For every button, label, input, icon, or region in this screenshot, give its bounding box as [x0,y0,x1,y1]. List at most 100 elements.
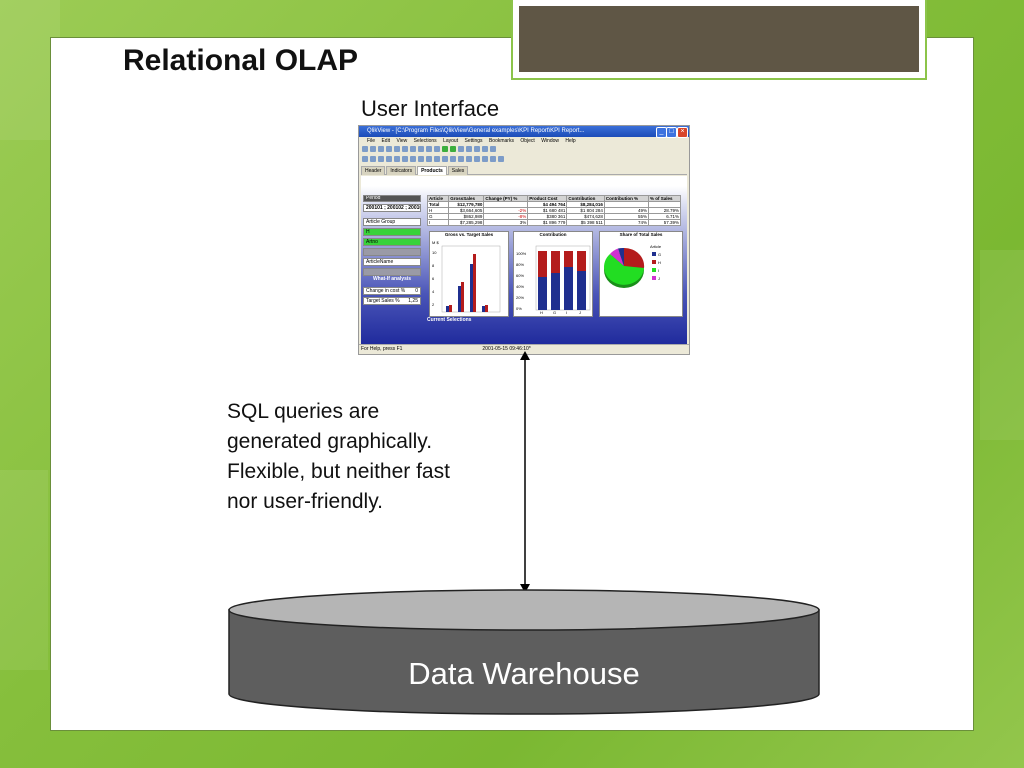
grid-icon[interactable] [458,156,464,162]
menu-edit[interactable]: Edit [381,138,391,144]
target-sales-label: Target Sales % [366,298,400,304]
chart-icon[interactable] [386,156,392,162]
table-cell: $5 398 511 [566,219,605,226]
listbox-article-group[interactable]: Article Group [363,218,421,226]
copy-icon[interactable] [402,146,408,152]
button-icon[interactable] [402,156,408,162]
sheet-canvas: Period 200101 ; 200102 ; 200103 Article … [361,176,687,345]
table-cell: I [426,219,450,226]
table-cell: 74% [603,219,650,226]
paste-icon[interactable] [410,146,416,152]
note-line: generated graphically. [227,430,433,453]
new-icon[interactable] [362,146,368,152]
table-row[interactable]: I $7,285,298 3% $1 896 779 $5 398 511 74… [426,219,681,226]
legend-item: G [658,252,662,257]
listbox-empty[interactable] [363,248,421,256]
menu-bar: File Edit View Selections Layout Setting… [359,137,689,145]
change-cost-input[interactable]: Change in cost % 0 [363,287,421,295]
ytick: 10 [432,250,437,255]
current-selections[interactable]: Current Selections [427,317,472,323]
menu-file[interactable]: File [367,138,376,144]
italic-icon[interactable] [498,156,504,162]
ytick: 20% [516,295,525,300]
tab-indicators[interactable]: Indicators [386,166,417,175]
listbox-selected-h[interactable]: H [363,228,421,236]
legend-title: Article [650,244,662,249]
save-icon[interactable] [378,146,384,152]
menu-bookmarks[interactable]: Bookmarks [488,138,514,144]
period-header: Period [363,195,421,202]
change-cost-value: 0 [415,288,418,294]
properties-icon[interactable] [466,156,472,162]
menu-view[interactable]: View [396,138,408,144]
reload-icon[interactable] [474,146,480,152]
note-line: Flexible, but neither fast [227,460,450,483]
help-icon[interactable] [490,146,496,152]
xtick: H [540,310,543,315]
align-icon[interactable] [450,156,456,162]
listbox-icon[interactable] [370,156,376,162]
share-pie-plot [604,247,656,288]
close-button[interactable]: × [677,127,688,138]
design-icon[interactable] [362,156,368,162]
chart-yticks: 100% 80% 60% 40% 20% 0% [516,248,526,314]
slider-icon[interactable] [426,156,432,162]
ytick: 8 [432,263,435,268]
table-row[interactable]: G $862,989 -8% $380 361 $474,628 55% 6.7… [426,213,681,220]
table-cell: $7,285,298 [448,219,485,226]
data-warehouse-cylinder [228,589,820,715]
ytick: 6 [432,276,435,281]
line-icon[interactable] [418,156,424,162]
tab-sales[interactable]: Sales [447,166,469,175]
format-icon[interactable] [474,156,480,162]
menu-object[interactable]: Object [520,138,535,144]
table-icon[interactable] [378,156,384,162]
background-tile [0,470,48,670]
listbox-articlename[interactable]: ArticleName [363,258,421,266]
share-of-sales-chart[interactable]: Share of Total Sales Article G H I [599,231,683,317]
window-title: QlikView - [C:\Program Files\QlikView\Ge… [367,128,585,134]
menu-help[interactable]: Help [565,138,576,144]
listbox-artno[interactable]: Artno [363,238,421,246]
table-row[interactable]: H $3,664,605 -2% $1 680 481 $1 804 284 4… [426,207,681,214]
background-tile [980,250,1024,440]
table-cell: 3% [483,219,529,226]
double-arrow-connector [520,351,530,593]
cut-icon[interactable] [394,146,400,152]
target-sales-input[interactable]: Target Sales % 1,25 [363,297,421,305]
multibox-icon[interactable] [442,156,448,162]
period-value[interactable]: 200101 ; 200102 ; 200103 [363,204,421,212]
input-icon[interactable] [394,156,400,162]
xtick: I [566,310,568,315]
data-warehouse-label: Data Warehouse [408,656,640,691]
listbox-gray[interactable] [363,268,421,276]
bookmark-icon[interactable] [482,146,488,152]
menu-selections[interactable]: Selections [413,138,437,144]
sheet-icon[interactable] [482,156,488,162]
stat-icon[interactable] [434,156,440,162]
note-line: SQL queries are [227,400,380,423]
search-icon[interactable] [434,146,440,152]
undo-icon[interactable] [418,146,424,152]
tab-header[interactable]: Header [361,166,386,175]
ytick: 0% [516,306,522,311]
legend-item: J [658,276,660,281]
lock-icon[interactable] [458,146,464,152]
contribution-chart[interactable]: Contribution 100% 80% 60% 40% 20% 0% [513,231,593,317]
gross-vs-target-chart[interactable]: Gross vs. Target Sales M $ 10 8 6 4 2 [429,231,509,317]
menu-settings[interactable]: Settings [464,138,483,144]
menu-window[interactable]: Window [541,138,559,144]
bold-icon[interactable] [490,156,496,162]
open-icon[interactable] [370,146,376,152]
back-icon[interactable] [442,146,448,152]
tab-products[interactable]: Products [417,166,447,175]
print-icon[interactable] [386,146,392,152]
menu-layout[interactable]: Layout [443,138,459,144]
arrow-up-head [520,351,530,360]
text-icon[interactable] [410,156,416,162]
forward-icon[interactable] [450,146,456,152]
clear-icon[interactable] [466,146,472,152]
maximize-button[interactable]: □ [666,127,677,138]
redo-icon[interactable] [426,146,432,152]
chart-title: Contribution [539,232,567,237]
